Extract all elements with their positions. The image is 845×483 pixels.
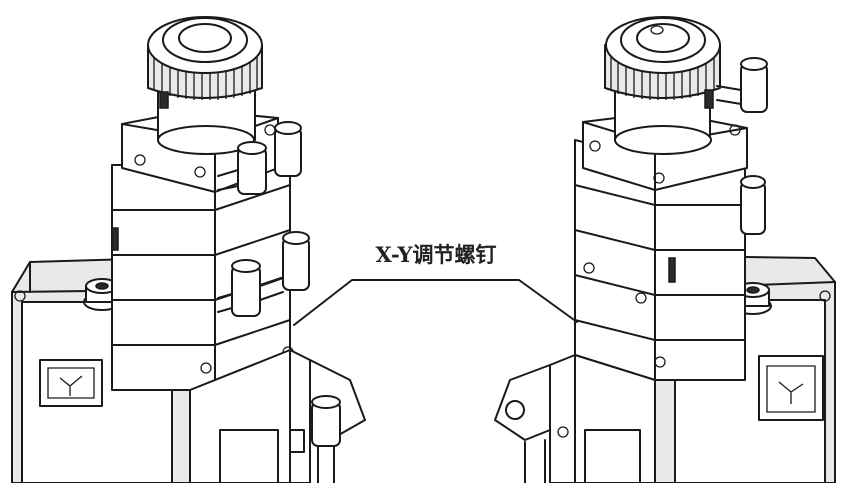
left-focus-ring bbox=[147, 16, 263, 155]
left-fitting-top bbox=[217, 121, 302, 195]
right-lower-bracket bbox=[494, 354, 656, 483]
right-laser-head bbox=[494, 16, 836, 483]
left-lower-bracket bbox=[189, 349, 366, 483]
right-indicator-window bbox=[758, 355, 824, 421]
left-laser-head bbox=[11, 16, 366, 483]
right-fitting-side bbox=[740, 175, 766, 235]
callout-label: X-Y调节螺钉 bbox=[376, 242, 497, 267]
right-focus-ring bbox=[604, 16, 721, 155]
right-fitting-top bbox=[716, 57, 768, 113]
left-indicator-window bbox=[39, 359, 103, 407]
callout-leader-line bbox=[293, 279, 578, 326]
xy-adjust-callout: X-Y调节螺钉 bbox=[293, 242, 578, 326]
left-fitting-middle bbox=[217, 231, 310, 317]
